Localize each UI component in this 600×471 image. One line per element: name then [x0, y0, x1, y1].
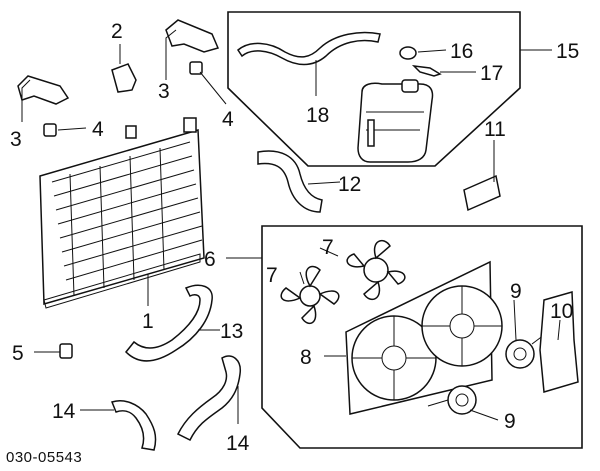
fan-blade-right	[346, 239, 406, 301]
callout-16: 16	[450, 40, 473, 63]
diagram-code: 030-05543	[6, 449, 82, 466]
mount-bushing-center	[189, 61, 203, 75]
callout-12: 12	[338, 173, 361, 196]
hose-14-left	[111, 400, 157, 451]
callout-14-left: 14	[52, 400, 76, 423]
callout-17: 17	[480, 62, 503, 85]
fan-shroud	[345, 260, 503, 415]
callout-10: 10	[550, 300, 573, 323]
reservoir-tank	[357, 79, 434, 163]
callout-13: 13	[220, 320, 243, 343]
clip-17	[411, 64, 442, 77]
callout-4-left: 4	[92, 118, 104, 141]
callout-14-right: 14	[226, 432, 250, 455]
hose-12	[257, 150, 323, 213]
callout-9-upper: 9	[510, 280, 522, 303]
drain-plug	[59, 343, 73, 359]
callout-5: 5	[12, 342, 24, 365]
callout-9-lower: 9	[504, 410, 516, 433]
callout-2: 2	[111, 20, 123, 43]
callout-7-left: 7	[266, 264, 278, 287]
reservoir-cap-16	[399, 46, 417, 60]
leader-lines	[21, 29, 561, 424]
label-plate-11	[463, 174, 501, 212]
radiator-cap	[111, 63, 137, 93]
fan-motor-upper	[505, 331, 549, 369]
fan-motor-lower	[427, 385, 477, 415]
callout-11: 11	[484, 118, 506, 141]
reservoir-group-box	[227, 11, 521, 167]
callout-15: 15	[556, 40, 579, 63]
callout-8: 8	[300, 346, 312, 369]
callout-18: 18	[306, 104, 329, 127]
radiator	[39, 117, 205, 309]
callout-3-center: 3	[158, 80, 170, 103]
fan-blade-left	[280, 265, 340, 325]
mount-bushing-left	[43, 123, 57, 137]
fan-group-box	[261, 225, 583, 449]
fan-resistor	[539, 291, 579, 393]
bracket-left	[17, 75, 70, 105]
hose-14-right	[176, 355, 241, 442]
hose-18	[237, 31, 381, 66]
callout-3-left: 3	[10, 128, 22, 151]
callout-7-right: 7	[322, 236, 334, 259]
callout-4-center: 4	[222, 108, 234, 131]
callout-1: 1	[142, 310, 154, 333]
hose-13	[124, 284, 213, 362]
callout-6: 6	[204, 248, 216, 271]
bracket-center	[165, 19, 220, 53]
